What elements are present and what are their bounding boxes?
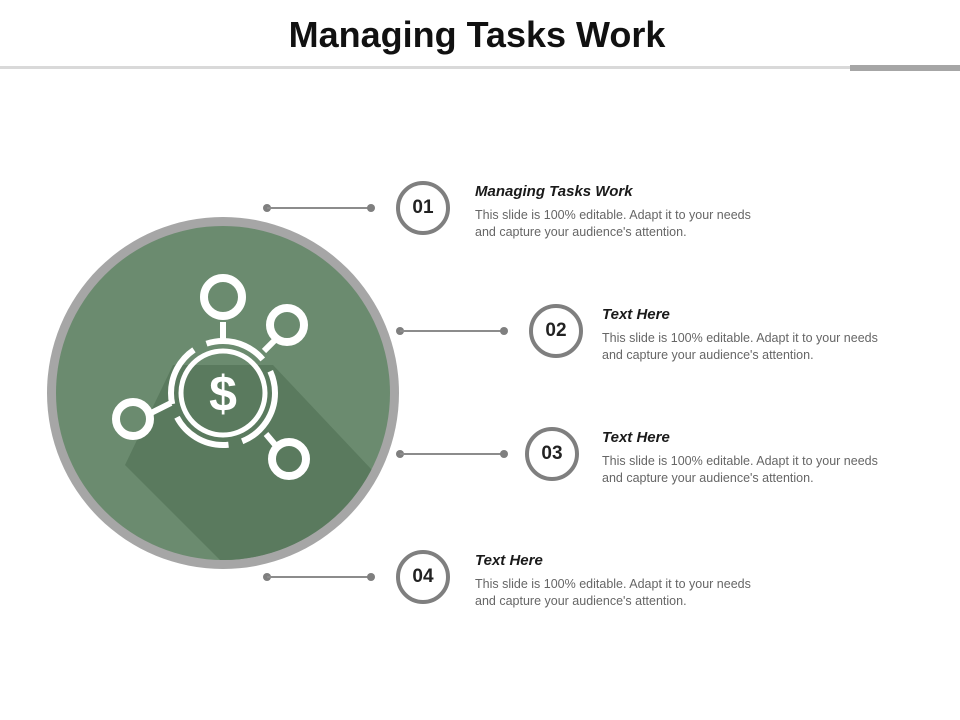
step-04-description: This slide is 100% editable. Adapt it to… <box>475 577 751 608</box>
title-divider <box>0 66 960 69</box>
step-01-title: Managing Tasks Work <box>475 183 633 200</box>
dollar-network-icon <box>112 274 310 480</box>
step-03-description: This slide is 100% editable. Adapt it to… <box>602 454 878 485</box>
step-01-number: 01 <box>396 181 450 235</box>
slide-title: Managing Tasks Work <box>288 14 666 55</box>
step-04-connector <box>267 576 371 578</box>
step-01-connector <box>267 207 371 209</box>
dollar-glyph: $ <box>209 366 237 422</box>
step-02-dot-end <box>500 327 508 335</box>
step-04-title: Text Here <box>475 552 543 569</box>
hero-circle: $ <box>47 217 399 569</box>
step-04-number: 04 <box>396 550 450 604</box>
step-01-description: This slide is 100% editable. Adapt it to… <box>475 208 751 239</box>
node-top-right <box>266 304 308 346</box>
step-02-description: This slide is 100% editable. Adapt it to… <box>602 331 878 362</box>
step-03-connector <box>400 453 504 455</box>
node-top <box>200 274 246 320</box>
node-bottom-right <box>268 438 310 480</box>
step-02-number: 02 <box>529 304 583 358</box>
step-02-connector <box>400 330 504 332</box>
step-04-dot-end <box>367 573 375 581</box>
step-03-dot-end <box>500 450 508 458</box>
node-left <box>112 398 154 440</box>
step-02-title: Text Here <box>602 306 670 323</box>
title-divider-accent <box>850 65 960 71</box>
step-03-title: Text Here <box>602 429 670 446</box>
step-03-number: 03 <box>525 427 579 481</box>
step-01-dot-end <box>367 204 375 212</box>
